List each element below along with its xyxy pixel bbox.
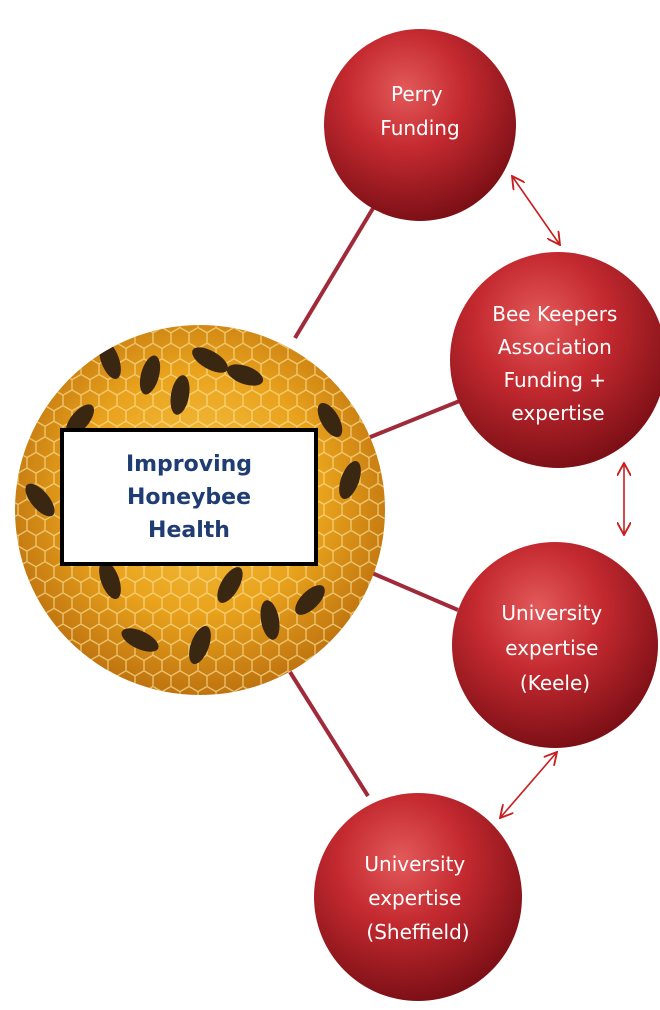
node-keele-line-3: (Keele) — [520, 671, 590, 695]
bee-icons — [25, 340, 361, 665]
node-perry-line-1: Perry — [391, 82, 443, 106]
node-perry-text: Perry Funding — [380, 82, 459, 140]
node-sheffield-line-3: (Sheffield) — [366, 920, 469, 944]
connector-keele — [371, 571, 459, 612]
node-beekeepers-line-1: Bee Keepers — [492, 302, 617, 326]
center-title-line-2: Honeybee — [126, 484, 252, 510]
node-sheffield-line-1: University — [364, 852, 465, 876]
center-title-line-1: Improving — [125, 451, 253, 477]
node-keele-line-1: University — [501, 601, 602, 625]
connector-perry — [293, 198, 380, 340]
node-perry-line-2: Funding — [380, 116, 459, 140]
node-beekeepers-line-4: expertise — [511, 401, 604, 425]
connector-sheffield — [288, 670, 370, 798]
node-keele-line-2: expertise — [505, 636, 598, 660]
node-beekeepers-text: Bee Keepers Association Funding + expert… — [492, 302, 623, 425]
node-keele-text: University expertise (Keele) — [501, 601, 608, 695]
center-title-box: Improving Honeybee Health — [60, 428, 318, 566]
connector-beekeepers — [367, 398, 463, 440]
node-keele: University expertise (Keele) — [452, 542, 658, 748]
node-sheffield-line-2: expertise — [368, 886, 461, 910]
node-beekeepers-line-3: Funding + — [504, 368, 607, 392]
arrow-perry-beekeepers — [512, 176, 560, 245]
node-beekeepers: Bee Keepers Association Funding + expert… — [450, 252, 660, 468]
center-title-line-3: Health — [148, 517, 230, 543]
node-beekeepers-line-2: Association — [498, 335, 612, 359]
node-perry: Perry Funding — [324, 29, 516, 221]
node-sheffield: University expertise (Sheffield) — [314, 793, 522, 1001]
node-sheffield-text: University expertise (Sheffield) — [364, 852, 471, 944]
arrow-keele-sheffield — [500, 752, 557, 818]
